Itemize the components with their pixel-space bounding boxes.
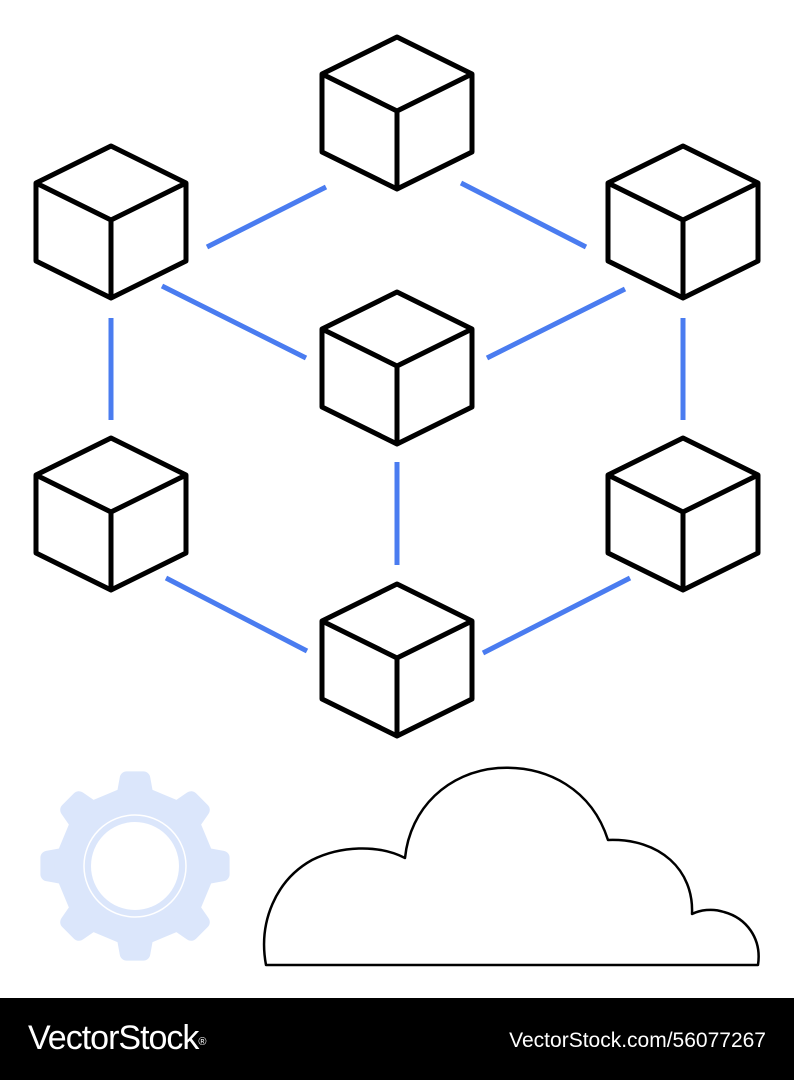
connector-line-top-left	[205, 184, 328, 250]
connector-line-center-upper-right	[485, 286, 627, 361]
gear-icon	[40, 771, 230, 961]
connector-line-bottom-lower-right	[481, 575, 632, 656]
gear-hole	[91, 822, 179, 910]
cube-icon-lower-right	[605, 435, 761, 593]
cube-icon-bottom	[319, 581, 475, 739]
connector-line-lower-left-bottom	[164, 575, 309, 654]
cube-icon-upper-right	[605, 143, 761, 301]
cube-icon-upper-left	[33, 143, 189, 301]
cube-icon-top	[319, 34, 475, 192]
cube-icon-lower-left	[33, 435, 189, 593]
connector-line-top-right	[459, 180, 588, 250]
brand-logo: VectorStock®	[28, 1019, 207, 1057]
cube-nodes	[33, 34, 761, 739]
cube-icon-center	[319, 289, 475, 447]
connector-line-upper-left-center	[160, 283, 308, 361]
cloud-icon	[262, 766, 760, 967]
gear-ring	[83, 814, 187, 918]
image-id: VectorStock.com/56077267	[509, 1029, 766, 1052]
watermark-footer: VectorStock® VectorStock.com/56077267	[0, 998, 794, 1080]
blockchain-network-illustration	[33, 34, 761, 967]
connector-lines	[108, 180, 686, 656]
